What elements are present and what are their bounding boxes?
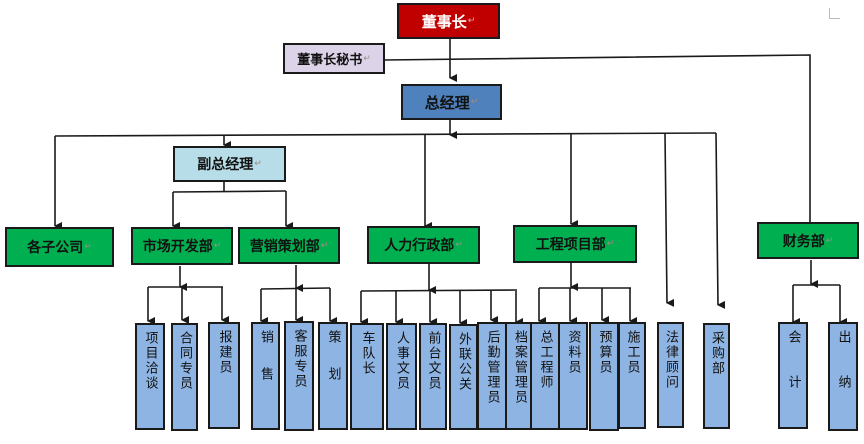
return-mark-icon: ↵ — [470, 97, 479, 107]
position-label: 总工程师 — [537, 330, 553, 390]
position-box[interactable]: 销售 — [251, 322, 280, 430]
position-box[interactable]: 出纳 — [828, 322, 858, 431]
position-label: 报建员 — [216, 330, 232, 375]
position-label: 后勤管理员 — [484, 330, 500, 405]
position-box[interactable]: 外联公关 — [449, 324, 478, 430]
position-box[interactable]: 总工程师 — [530, 322, 560, 430]
position-label: 采购部 — [709, 331, 724, 376]
position-box[interactable]: 报建员 — [208, 322, 240, 429]
node-label: 财务部 — [782, 233, 825, 250]
position-label: 出纳 — [835, 330, 851, 420]
node-label: 各子公司 — [27, 240, 84, 256]
node-label: 人力行政部 — [384, 238, 455, 254]
page-corner-mark — [829, 8, 840, 19]
return-mark-icon: ↵ — [320, 240, 329, 251]
position-box[interactable]: 客服专员 — [284, 321, 314, 431]
dept-subsidiaries[interactable]: 各子公司↵ — [5, 227, 114, 267]
position-box[interactable]: 车队长 — [350, 323, 384, 430]
return-mark-icon: ↵ — [825, 235, 834, 246]
position-label: 客服专员 — [291, 329, 307, 389]
dept-market[interactable]: 市场开发部↵ — [131, 227, 233, 265]
position-label: 资料员 — [565, 330, 581, 375]
node-deputy-gm[interactable]: 副总经理↵ — [173, 146, 286, 182]
position-box[interactable]: 会计 — [778, 322, 808, 429]
position-label: 预算员 — [596, 330, 612, 375]
return-mark-icon: ↵ — [254, 159, 262, 169]
return-mark-icon: ↵ — [363, 53, 371, 64]
position-box[interactable]: 后勤管理员 — [477, 322, 507, 430]
dept-hr-admin[interactable]: 人力行政部↵ — [367, 226, 480, 264]
return-mark-icon: ↵ — [606, 239, 615, 249]
position-label: 法律顾问 — [663, 330, 678, 390]
position-box[interactable]: 前台文员 — [419, 323, 447, 430]
position-label: 项目洽谈 — [142, 331, 158, 391]
position-label: 会计 — [785, 330, 801, 420]
return-mark-icon: ↵ — [455, 240, 463, 250]
position-label: 外联公关 — [456, 332, 471, 392]
dept-finance[interactable]: 财务部↵ — [757, 222, 859, 259]
position-label: 车队长 — [359, 331, 375, 376]
node-label: 总经理 — [424, 93, 470, 112]
position-box[interactable]: 人事文员 — [386, 323, 417, 430]
node-label: 市场开发部 — [142, 239, 213, 255]
return-mark-icon: ↵ — [467, 16, 476, 26]
position-box[interactable]: 资料员 — [558, 322, 588, 430]
position-label: 人事文员 — [394, 331, 409, 391]
position-box[interactable]: 施工员 — [618, 322, 646, 429]
line-finance-secretary — [376, 54, 811, 228]
position-label: 前台文员 — [425, 331, 441, 391]
position-box[interactable]: 档案管理员 — [505, 322, 534, 430]
node-label: 董事长 — [421, 12, 467, 31]
node-chairman[interactable]: 董事长↵ — [397, 3, 500, 39]
line-main-bus — [54, 132, 717, 137]
position-box[interactable]: 预算员 — [589, 322, 619, 431]
position-label: 策划 — [325, 330, 341, 404]
node-general-manager[interactable]: 总经理↵ — [401, 84, 502, 120]
position-label: 销售 — [258, 330, 273, 404]
position-label: 档案管理员 — [512, 330, 527, 405]
node-label: 工程项目部 — [535, 237, 606, 253]
position-purchasing[interactable]: 采购部 — [703, 323, 730, 429]
return-mark-icon: ↵ — [213, 241, 222, 251]
node-secretary[interactable]: 董事长秘书↵ — [283, 43, 385, 74]
return-mark-icon: ↵ — [84, 242, 92, 252]
dept-marketing[interactable]: 营销策划部↵ — [238, 227, 340, 264]
position-label: 施工员 — [624, 330, 640, 375]
position-box[interactable]: 项目洽谈 — [135, 323, 165, 430]
node-label: 副总经理 — [197, 157, 254, 173]
position-label: 合同专员 — [177, 331, 192, 391]
dept-engineering[interactable]: 工程项目部↵ — [513, 225, 637, 263]
node-label: 营销策划部 — [249, 238, 320, 255]
position-box[interactable]: 策划 — [318, 322, 348, 430]
position-box[interactable]: 合同专员 — [171, 323, 198, 431]
position-legal-counsel[interactable]: 法律顾问 — [657, 322, 684, 428]
node-label: 董事长秘书 — [297, 53, 363, 68]
